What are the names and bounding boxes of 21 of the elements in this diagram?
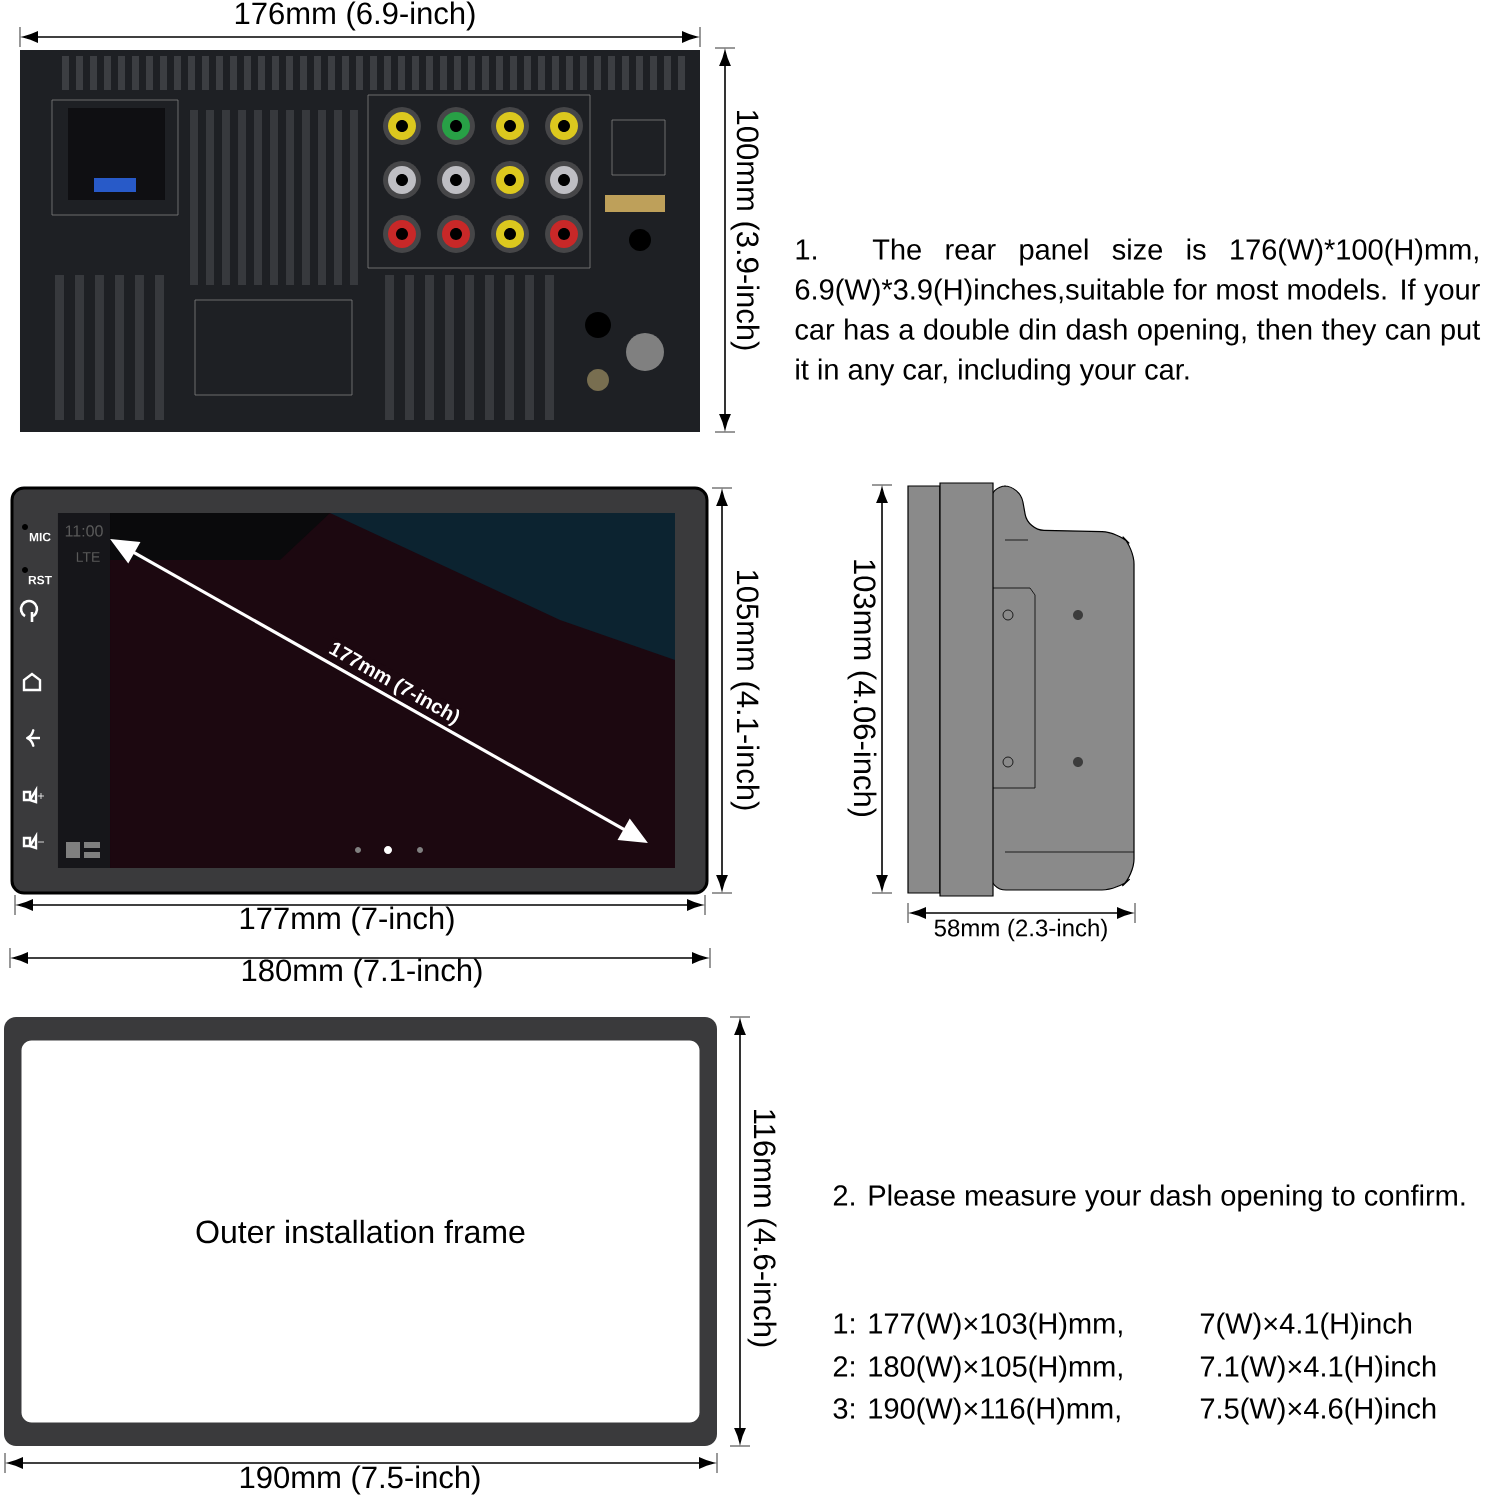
status-text: LTE: [76, 552, 100, 562]
dimension-label: 180mm (7.1-inch): [242, 958, 482, 988]
installation-frame: Outer installation frame: [4, 1017, 717, 1446]
size-text: 2: 180(W)×105(H)mm,: [833, 1355, 1122, 1383]
dimension-label: 176mm (6.9-inch): [235, 1, 475, 31]
dimension-label: 116mm (4.6-inch): [747, 1110, 777, 1347]
size-text: 7.1(W)×4.1(H)inch: [1200, 1355, 1436, 1383]
button-label: MIC: [29, 532, 51, 542]
dimension-label: 58mm (2.3-inch): [934, 918, 1107, 942]
description-text: 2. Please measure your dash opening to confirm.: [833, 1184, 1465, 1212]
dimension-label: 177mm (7-inch): [240, 906, 454, 936]
description-text: 1. The rear panel size is 176(W)*100(H)mm, 6.9(W)*3.9(H)inches,suitable for most models. If your car has a double din dash opening, then they can put it in any car, including your car.: [795, 238, 1481, 386]
size-text: 7.5(W)×4.6(H)inch: [1200, 1397, 1436, 1425]
size-text: 7(W)×4.1(H)inch: [1200, 1312, 1411, 1340]
dimension-label: 105mm (4.1-inch): [730, 570, 760, 810]
status-text: 11:00: [65, 525, 103, 537]
dimension-label: 100mm (3.9-inch): [730, 110, 760, 350]
dimension-label: 103mm (4.06-inch): [847, 560, 877, 817]
button-label: RST: [28, 575, 52, 585]
size-text: 3: 190(W)×116(H)mm,: [833, 1397, 1120, 1425]
size-text: 1: 177(W)×103(H)mm,: [834, 1312, 1122, 1340]
